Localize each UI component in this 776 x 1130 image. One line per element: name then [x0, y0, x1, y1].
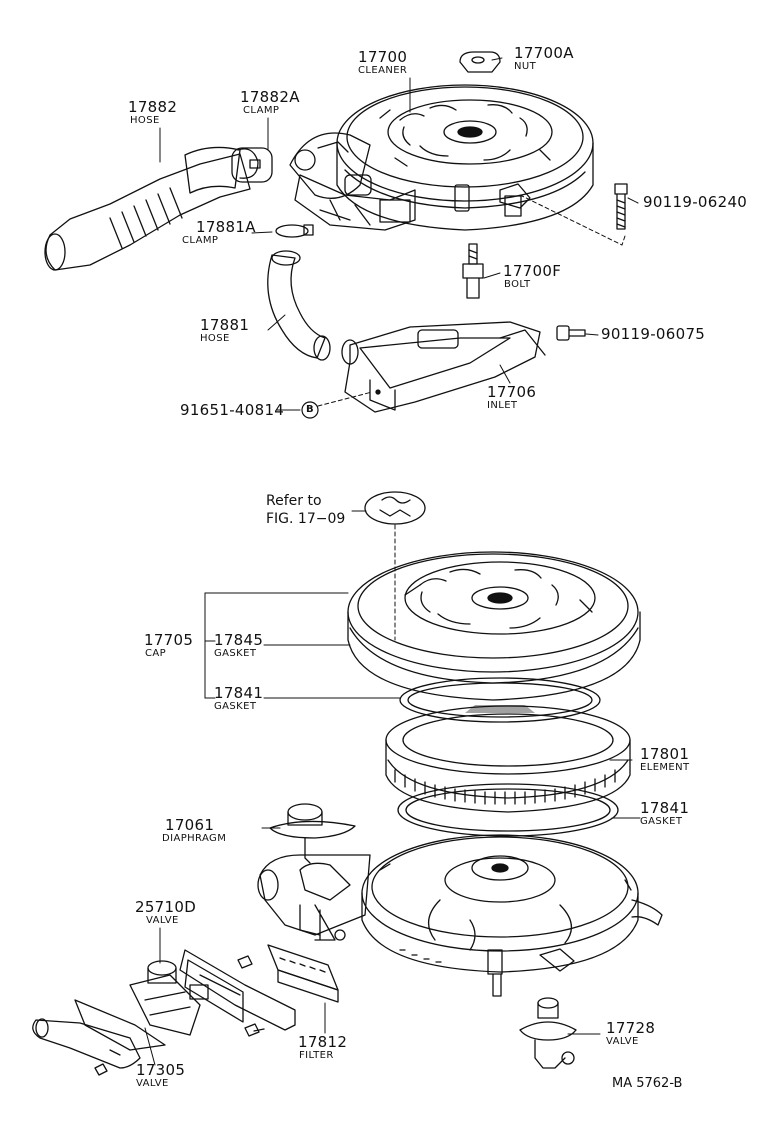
callout-17882-number: 17882 [128, 98, 178, 116]
air-duct-drawing [289, 132, 416, 231]
marker-b [301, 401, 319, 419]
leader-lines-top [159, 57, 639, 411]
filter-17812-drawing [267, 944, 339, 1003]
callout-25710d-number: 25710D [135, 898, 197, 916]
callout-90119-06075-number: 90119-06075 [601, 325, 706, 343]
diaphragm-17061-drawing [269, 803, 356, 864]
inlet-17706-drawing [341, 321, 546, 413]
callout-17812-number: 17812 [298, 1033, 348, 1051]
callout-17841-lower-desc: GASKET [640, 816, 683, 827]
callout-17841-upper-number: 17841 [214, 684, 264, 702]
callout-17705-desc: CAP [145, 648, 167, 659]
callout-17881a-number: 17881A [196, 218, 256, 236]
callout-17305-number: 17305 [136, 1061, 186, 1079]
leader-lines-bottom [144, 510, 641, 1066]
callout-17728-number: 17728 [606, 1019, 656, 1037]
callout-17881-desc: HOSE [200, 333, 230, 344]
callout-91651-40814-number: 91651-40814 [180, 401, 285, 419]
callout-17700a-desc: NUT [514, 61, 537, 72]
callout-17841-lower-number: 17841 [640, 799, 690, 817]
callout-17700f-desc: BOLT [504, 279, 531, 290]
bolt-90119-06240-drawing [614, 183, 628, 230]
callout-17728-desc: VALVE [606, 1036, 639, 1047]
callout-17845-desc: GASKET [214, 648, 257, 659]
bracket-plate-drawing [179, 949, 296, 1031]
callout-17700-number: 17700 [358, 48, 408, 66]
callout-17881a-desc: CLAMP [182, 235, 219, 246]
case-snorkel-drawing [257, 854, 371, 941]
callout-17706-desc: INLET [487, 400, 518, 411]
bolt-17700f-drawing [462, 243, 484, 299]
callout-17881-number: 17881 [200, 316, 250, 334]
callout-17812-desc: FILTER [299, 1050, 334, 1061]
callout-17882-desc: HOSE [130, 115, 160, 126]
callout-17845-number: 17845 [214, 631, 264, 649]
marker-b-letter: B [306, 404, 315, 415]
nut-17700a-drawing [459, 51, 501, 73]
drawing-code: MA 5762-B [612, 1076, 683, 1091]
callout-17305-desc: VALVE [136, 1078, 169, 1089]
valve-25710d-drawing [129, 960, 201, 1036]
callout-17882a-desc: CLAMP [243, 105, 280, 116]
air-cleaner-case-drawing [361, 834, 663, 997]
hose-17881-drawing [267, 250, 331, 361]
element-17801-drawing [385, 705, 631, 813]
valve-17728-drawing [519, 997, 577, 1069]
callout-17061-desc: DIAPHRAGM [162, 833, 227, 844]
callout-17700-desc: CLEANER [358, 65, 408, 76]
refer-note-line2: FIG. 17−09 [266, 511, 346, 527]
callout-17700f-number: 17700F [503, 262, 562, 280]
callout-17801-number: 17801 [640, 745, 690, 763]
bolt-90119-06075-drawing [556, 325, 586, 341]
callout-17705-number: 17705 [144, 631, 194, 649]
air-cleaner-drawing [336, 84, 594, 231]
gasket-17841-lower-drawing [397, 783, 619, 837]
valve-17305-drawing [32, 999, 166, 1069]
clamp-17882a-drawing [237, 148, 261, 179]
callout-17061-number: 17061 [165, 816, 215, 834]
callout-17706-number: 17706 [487, 383, 537, 401]
callout-17841-upper-desc: GASKET [214, 701, 257, 712]
reference-emblem-drawing [364, 491, 426, 641]
callout-17801-desc: ELEMENT [640, 762, 690, 773]
small-bolts-drawing [94, 955, 265, 1076]
callout-17882a-number: 17882A [240, 88, 300, 106]
callout-90119-06240-number: 90119-06240 [643, 193, 748, 211]
refer-note-line1: Refer to [266, 493, 322, 509]
clamp-17881a-drawing [275, 224, 314, 238]
hose-17882-drawing [44, 146, 273, 271]
callout-25710d-desc: VALVE [146, 915, 179, 926]
callout-17700a-number: 17700A [514, 44, 574, 62]
